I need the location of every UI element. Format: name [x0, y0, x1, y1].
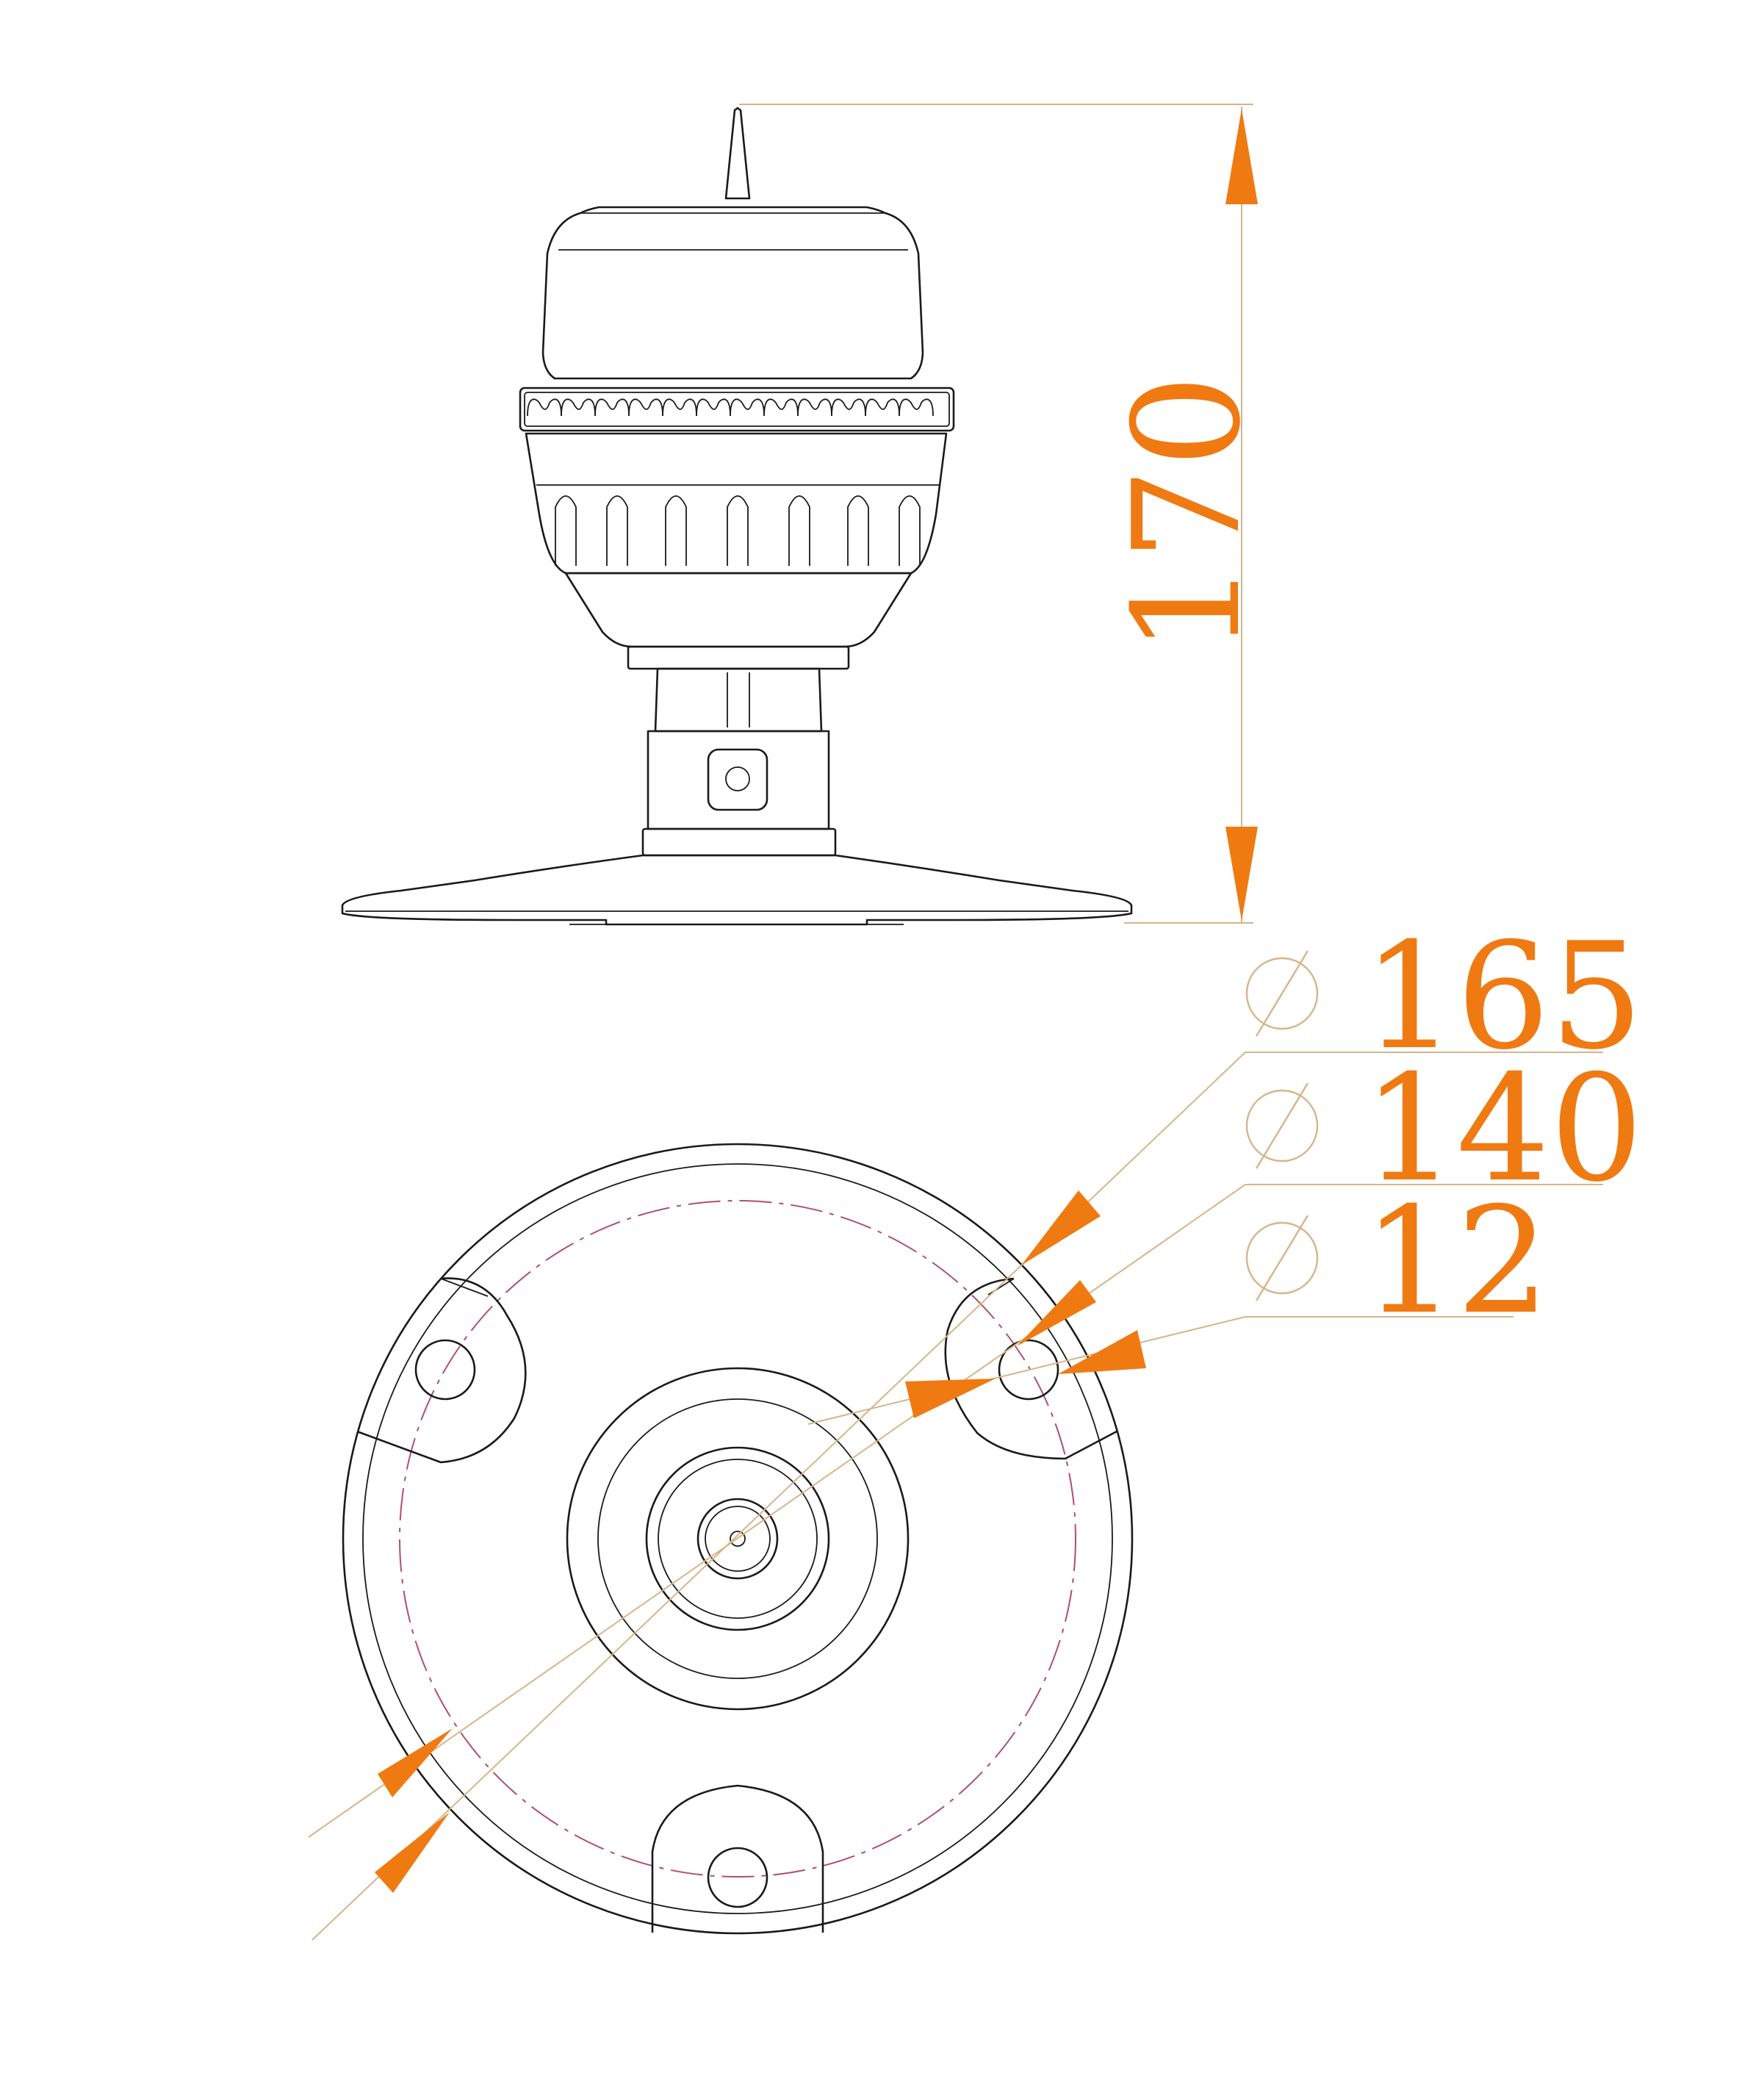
mounting-hole-right: [998, 1339, 1059, 1401]
housing-fin: [899, 495, 921, 566]
mounting-hole-bottom: [707, 1847, 768, 1908]
bolt-circle-diameter-value: 140: [1363, 1043, 1644, 1215]
set-screw: [707, 748, 768, 811]
arrow-140-lower: [378, 1728, 453, 1797]
base-stem: [641, 827, 837, 857]
housing-fin: [665, 495, 687, 566]
mounting-hole-left: [414, 1339, 476, 1401]
leader-12: [807, 1316, 1246, 1425]
hub-bore-outer: [658, 1459, 818, 1619]
upper-mount: [654, 667, 823, 733]
hub-inner: [645, 1446, 830, 1631]
housing-fin: [727, 495, 749, 566]
arrow-12-left: [905, 1379, 996, 1418]
flange-base: [341, 854, 1133, 926]
outer-flange-circle: [342, 1143, 1134, 1935]
hub-center: [730, 1531, 746, 1547]
side-elevation-view: [341, 107, 1133, 926]
plan-view: [342, 1143, 1134, 1935]
hub-outer: [566, 1367, 910, 1711]
lower-mount: [647, 730, 830, 830]
height-dimension: 170: [739, 104, 1273, 924]
height-value: 170: [1102, 374, 1273, 655]
neck-collar: [627, 645, 850, 670]
collar-band: [519, 387, 955, 432]
hub-mid: [597, 1398, 878, 1679]
arrow-165-lower: [375, 1812, 450, 1893]
hole-diameter-value: 12: [1363, 1176, 1550, 1347]
outer-diameter-value: 165: [1363, 911, 1644, 1082]
leader-165: [312, 1052, 1246, 1941]
housing-fin: [847, 495, 869, 566]
bolt-circle: [399, 1200, 1076, 1877]
arrow-165-upper: [1021, 1190, 1101, 1265]
hub-bore-inner: [705, 1506, 771, 1572]
hub-bore: [696, 1498, 779, 1580]
diameter-symbol-12: [1245, 1215, 1319, 1301]
set-screw-hole: [725, 766, 750, 791]
inner-rim-circle: [362, 1163, 1113, 1914]
housing-fin: [555, 495, 577, 566]
arrow-12-right: [1058, 1330, 1146, 1374]
fin-housing: [525, 432, 948, 575]
mounting-ear-bottom: [651, 1784, 824, 1933]
housing-fin: [606, 495, 628, 566]
antenna: [724, 107, 751, 200]
arrow-140-upper: [1017, 1280, 1096, 1346]
leader-140: [308, 1184, 1246, 1838]
arrow-head-top: [1225, 109, 1258, 204]
diameter-symbol-165: [1245, 950, 1319, 1037]
tapered-neck: [564, 572, 912, 648]
diameter-symbol-140: [1245, 1082, 1319, 1169]
arrow-head-bottom: [1225, 827, 1258, 921]
dome-cap: [541, 206, 924, 380]
housing-fin: [788, 495, 810, 566]
mounting-ear-left: [356, 1277, 527, 1464]
